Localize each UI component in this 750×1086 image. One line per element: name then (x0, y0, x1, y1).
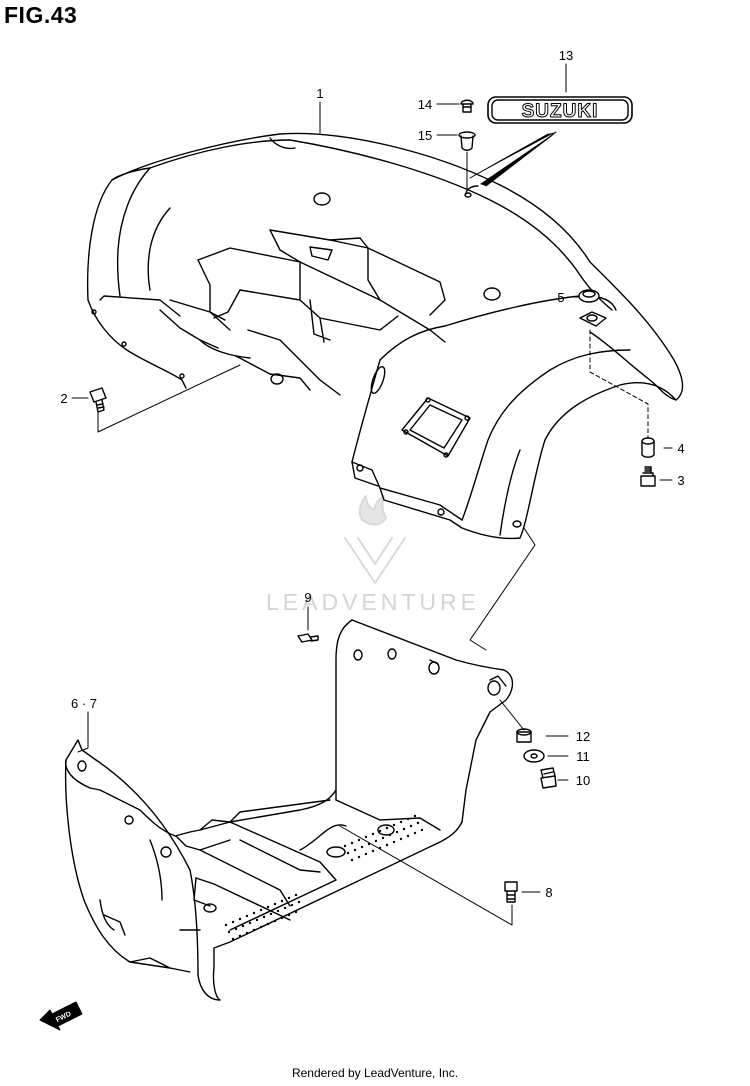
screw-14 (460, 99, 474, 113)
washer-11 (523, 749, 545, 763)
callout-9: 9 (304, 590, 311, 605)
bolt-10 (540, 767, 557, 789)
footer-credit: Rendered by LeadVenture, Inc. (291, 1066, 459, 1080)
callout-14: 14 (418, 97, 432, 112)
clip-9 (297, 633, 319, 643)
callout-11: 11 (576, 749, 590, 764)
forward-direction-icon (39, 1001, 83, 1031)
nut-12 (516, 728, 532, 743)
leader-lines (71, 63, 673, 926)
bolt-8 (504, 881, 518, 903)
spacer-4 (641, 437, 655, 458)
callout-4: 4 (677, 441, 684, 456)
emblem-text: SUZUKI (522, 101, 599, 122)
bolt-2 (89, 387, 107, 413)
grommet-15 (458, 131, 476, 151)
callout-12: 12 (576, 729, 590, 744)
callout-3: 3 (677, 473, 684, 488)
callout-1: 1 (316, 86, 323, 101)
suzuki-emblem (487, 96, 633, 124)
callout-6-7: 6 · 7 (71, 696, 97, 711)
rear-fender (86, 132, 684, 540)
footrest-guard (64, 619, 514, 1001)
callout-5: 5 (557, 290, 564, 305)
callout-10: 10 (576, 773, 590, 788)
callout-13: 13 (559, 48, 573, 63)
watermark-logo (344, 495, 406, 584)
cap-5 (578, 289, 600, 303)
watermark-text: LEADVENTURE (266, 589, 480, 615)
callout-15: 15 (418, 128, 432, 143)
callout-2: 2 (60, 391, 67, 406)
bolt-3 (640, 466, 656, 487)
figure-title: FIG.43 (4, 2, 78, 28)
callout-8: 8 (545, 885, 552, 900)
